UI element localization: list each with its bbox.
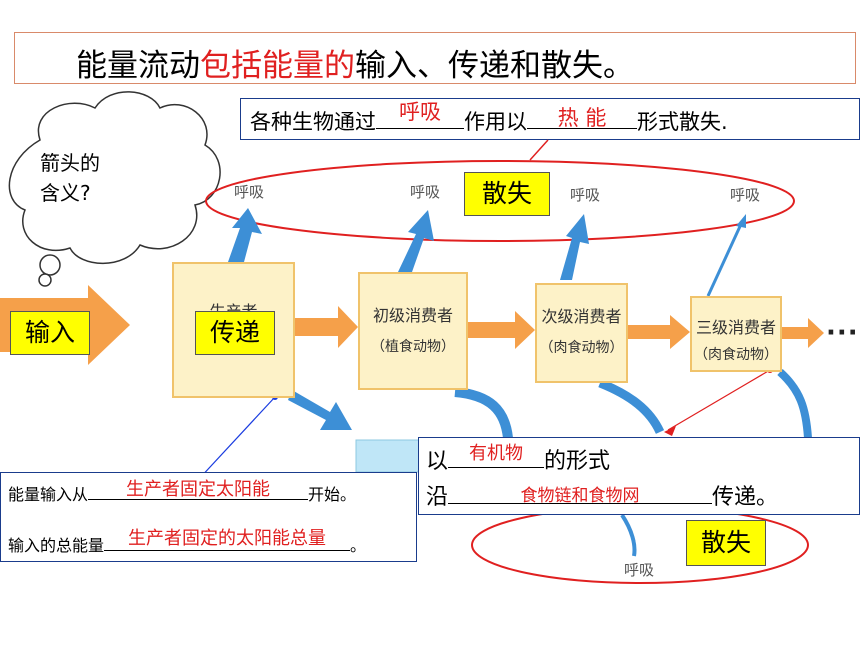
- resp-label-tertiary: 呼吸: [730, 186, 761, 204]
- thought-bubble-text: 箭头的 含义?: [40, 148, 100, 208]
- input-label: 输入: [10, 311, 90, 355]
- left-q-line1: 能量输入从 生产者固定太阳能 开始。: [8, 479, 357, 505]
- node-secondary-sub: （肉食动物）: [539, 340, 624, 356]
- top-question-box: [240, 98, 860, 140]
- node-primary-consumer: 初级消费者 （植食动物）: [358, 272, 468, 390]
- left-q2-answer: 生产者固定的太阳能总量: [128, 528, 327, 549]
- decomposer-box: [355, 439, 423, 473]
- arrow-secondary-to-tertiary: [628, 315, 690, 349]
- mid-question-box: [418, 437, 860, 515]
- arrow-tertiary-onward: [782, 318, 824, 348]
- node-secondary-consumer: 次级消费者 （肉食动物）: [535, 283, 628, 383]
- arrow-producer-to-decomposer: [288, 390, 352, 430]
- resp-arrow-decomposer: [620, 513, 637, 557]
- more-ellipsis: ····: [826, 318, 860, 348]
- arrow-primary-down: [454, 387, 513, 439]
- top-question-text: 各种生物通过呼吸作用以 热 能 形式散失.: [250, 100, 728, 136]
- transfer-label: 传递: [195, 311, 275, 355]
- left-q2-blank: 生产者固定的太阳能总量: [104, 528, 351, 551]
- resp-label-producer: 呼吸: [234, 183, 265, 201]
- left-q2-prefix: 输入的总能量: [8, 536, 105, 555]
- title-part2: 包括能量的: [200, 48, 355, 84]
- page-title: 能量流动包括能量的输入、传递和散失。: [76, 40, 634, 85]
- thought-line1: 箭头的: [40, 151, 100, 175]
- left-q1-answer: 生产者固定太阳能: [126, 479, 271, 500]
- mid-q2-answer: 食物链和食物网: [520, 486, 640, 506]
- arrow-primary-to-secondary: [468, 311, 535, 349]
- connector-producer-to-left-q: [197, 396, 276, 481]
- mid-q2-blank: 食物链和食物网: [448, 479, 713, 506]
- resp-arrow-producer: [228, 208, 262, 262]
- resp-label-primary: 呼吸: [410, 183, 441, 201]
- resp-arrow-tertiary-head: [736, 214, 746, 228]
- mid-q1-prefix: 以: [426, 449, 449, 474]
- dissipation-label-bottom: 散失: [686, 520, 766, 566]
- node-tertiary-consumer: 三级消费者 （肉食动物）: [690, 296, 782, 372]
- left-question-box: [0, 472, 417, 562]
- connector-tertiary-to-mid-q: [667, 369, 771, 431]
- left-q1-blank: 生产者固定太阳能: [88, 479, 309, 500]
- connector-arrowhead: [664, 426, 676, 436]
- top-q-answer1: 呼吸: [399, 100, 441, 124]
- resp-arrow-primary: [398, 210, 434, 272]
- top-q-answer2: 热 能: [557, 106, 607, 130]
- top-q-blank1: 呼吸: [376, 100, 464, 129]
- left-q-line2: 输入的总能量 生产者固定的太阳能总量 。: [8, 528, 367, 556]
- title-part1: 能量流动: [76, 48, 200, 84]
- connector-top-q-to-ellipse: [529, 139, 549, 161]
- mid-q2-prefix: 沿: [426, 485, 449, 510]
- resp-label-secondary: 呼吸: [570, 186, 601, 204]
- thought-line2: 含义?: [40, 181, 91, 205]
- resp-arrow-secondary: [560, 214, 589, 280]
- node-primary-title: 初级消费者: [372, 306, 453, 325]
- mid-q-line2: 沿 食物链和食物网 传递。: [426, 479, 778, 511]
- top-q-suffix: 形式散失.: [637, 110, 728, 134]
- node-tertiary-sub: （肉食动物）: [694, 347, 778, 363]
- node-primary-sub: （植食动物）: [371, 339, 455, 355]
- left-q2-suffix: 。: [350, 536, 367, 555]
- arrow-secondary-down: [598, 378, 665, 434]
- left-q1-suffix: 开始。: [308, 485, 357, 504]
- top-q-middle: 作用以: [464, 110, 527, 134]
- left-q1-prefix: 能量输入从: [8, 485, 89, 504]
- node-tertiary-title: 三级消费者: [695, 318, 776, 337]
- arrow-tertiary-down: [777, 369, 812, 439]
- title-part3: 输入、传递和散失。: [355, 48, 634, 84]
- title-box: [14, 32, 856, 84]
- mid-q1-answer: 有机物: [469, 443, 524, 464]
- mid-q2-suffix: 传递。: [712, 485, 779, 510]
- arrow-producer-to-primary: [295, 306, 358, 348]
- dissipation-label-top: 散失: [464, 172, 550, 216]
- mid-q1-blank: 有机物: [448, 443, 545, 468]
- node-secondary-title: 次级消费者: [541, 307, 622, 326]
- mid-q-line1: 以有机物的形式: [426, 443, 610, 475]
- resp-arrow-tertiary-line: [706, 221, 744, 297]
- thought-bubble-cloud: [8, 91, 221, 287]
- top-q-prefix: 各种生物通过: [250, 110, 376, 134]
- resp-label-decomposer: 呼吸: [624, 561, 655, 579]
- mid-q1-suffix: 的形式: [544, 449, 611, 474]
- top-dissipation-ellipse: [205, 160, 795, 242]
- top-q-blank2: 热 能: [527, 106, 637, 130]
